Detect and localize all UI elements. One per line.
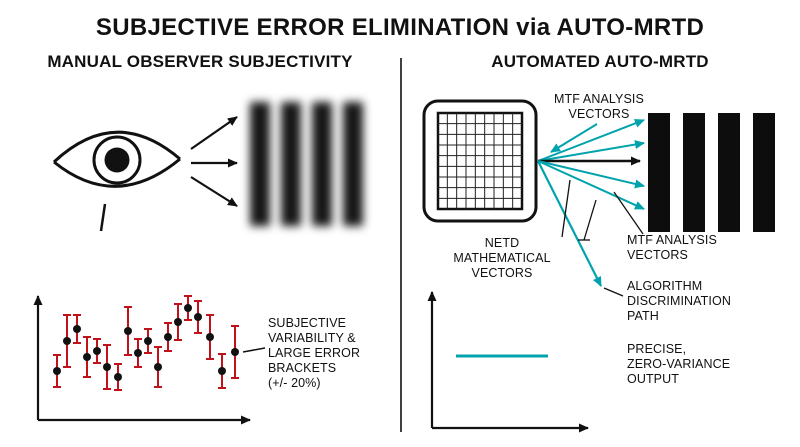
right-plot-axes xyxy=(427,291,589,433)
mtf-analysis-vectors-top-label: MTF ANALYSIS VECTORS xyxy=(554,92,644,121)
right-section-heading: AUTOMATED AUTO-MRTD xyxy=(491,52,709,71)
analysis-vectors xyxy=(537,119,645,287)
blurred-bar xyxy=(343,102,363,226)
sharp-bar xyxy=(753,113,775,232)
left-plot-axes xyxy=(33,295,251,425)
sensor-grid-icon xyxy=(422,99,538,223)
label-pointer-lines xyxy=(561,179,644,297)
sharp-bar-pattern xyxy=(648,113,775,232)
blurred-bar xyxy=(281,102,301,226)
blurred-bar-pattern xyxy=(250,102,363,226)
netd-mathematical-vectors-label: NETD MATHEMATICAL VECTORS xyxy=(453,236,551,280)
sharp-bar xyxy=(718,113,740,232)
left-section-heading: MANUAL OBSERVER SUBJECTIVITY xyxy=(47,52,353,71)
algorithm-discrimination-path-label: ALGORITHM DISCRIMINATION PATH xyxy=(627,279,731,323)
scatter-points xyxy=(53,295,239,391)
sharp-bar xyxy=(648,113,670,232)
blurred-bar xyxy=(250,102,270,226)
observation-arrows xyxy=(190,116,238,207)
figure-title: SUBJECTIVE ERROR ELIMINATION via AUTO-MR… xyxy=(95,14,705,41)
blurred-bar xyxy=(312,102,332,226)
annotation-connector xyxy=(242,347,266,353)
precise-zero-variance-output-label: PRECISE, ZERO-VARIANCE OUTPUT xyxy=(627,342,731,386)
mtf-analysis-vectors-bottom-label: MTF ANALYSIS VECTORS xyxy=(627,233,717,262)
eye-icon xyxy=(52,130,181,232)
subjective-variability-label: SUBJECTIVE VARIABILITY & LARGE ERROR BRA… xyxy=(268,316,361,390)
sharp-bar xyxy=(683,113,705,232)
